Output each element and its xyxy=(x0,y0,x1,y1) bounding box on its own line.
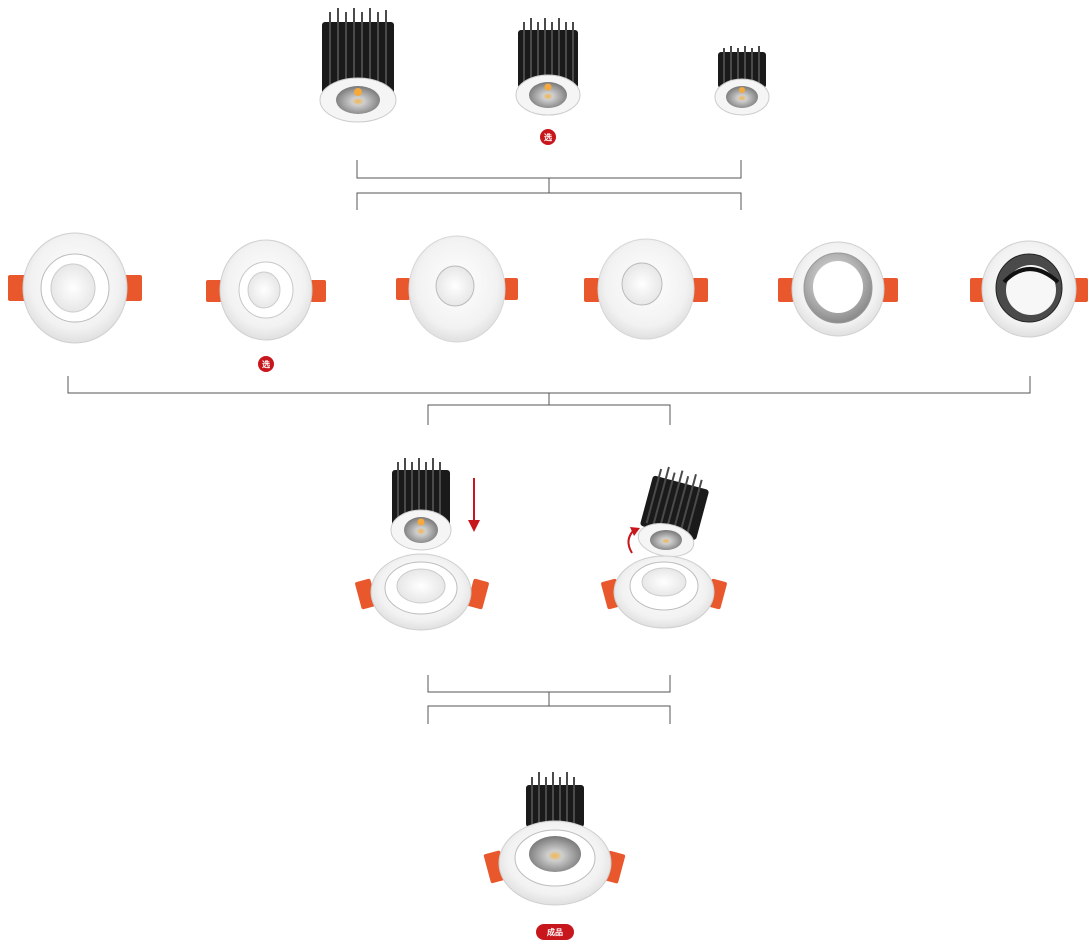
assembly-insert xyxy=(355,458,490,630)
down-arrow-icon xyxy=(468,478,480,532)
led-module-large xyxy=(320,8,396,122)
housing-angled-white xyxy=(8,233,142,343)
connector-bracket xyxy=(68,376,1030,425)
spring-clip-icon xyxy=(396,278,410,300)
spring-clip-icon xyxy=(504,278,518,300)
svg-text:成品: 成品 xyxy=(547,927,563,937)
svg-text:选: 选 xyxy=(544,132,552,142)
selection-badge: 选 xyxy=(540,129,556,145)
housing-flat-small-hole xyxy=(584,239,708,339)
selection-badge: 选 xyxy=(258,356,274,372)
housing-black-reflector xyxy=(970,241,1088,337)
housing-flat-small-hole xyxy=(396,236,518,342)
svg-text:选: 选 xyxy=(262,359,270,369)
connector-bracket xyxy=(357,160,741,210)
led-module-small xyxy=(715,46,769,115)
heatsink-icon xyxy=(526,772,584,827)
finished-product-badge: 成品 xyxy=(536,924,574,940)
assembly-rotate xyxy=(601,464,728,628)
housing-flat-white xyxy=(206,240,326,340)
led-module-medium xyxy=(516,18,580,115)
finished-product xyxy=(483,772,625,905)
housing-silver-reflector xyxy=(778,242,898,336)
connector-bracket xyxy=(428,675,670,724)
